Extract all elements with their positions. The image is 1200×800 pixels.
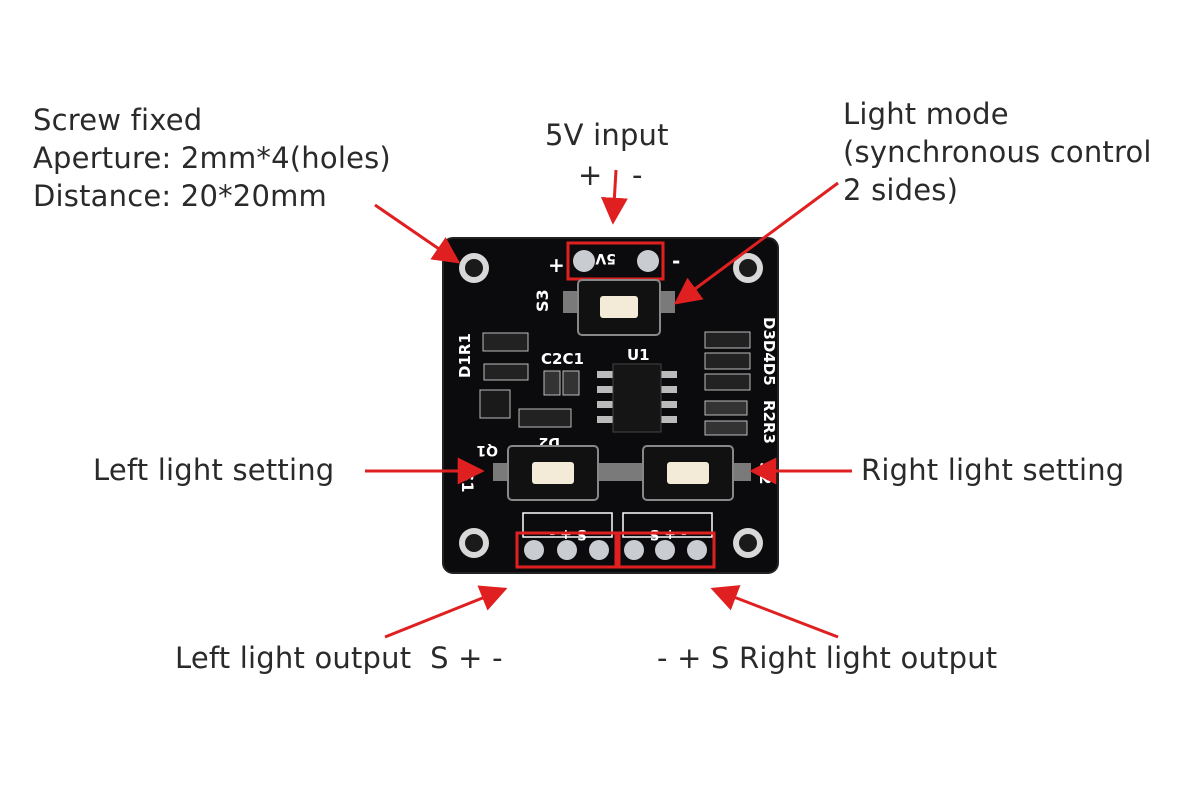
arrow-left-output [384, 585, 508, 639]
right-light-setting-label: Right light setting [861, 453, 1125, 487]
mode-line-2: (synchronous control [843, 135, 1152, 169]
s3-mode-button [563, 279, 675, 336]
s2-right-setting-button [642, 445, 734, 501]
left-light-output-label: Left light output S + - [175, 641, 503, 675]
screw-line-2: Aperture: 2mm*4(holes) [33, 141, 391, 175]
mode-line-1: Light mode [843, 97, 1009, 131]
smd-components-left [479, 332, 580, 428]
smd-components-right [704, 331, 751, 436]
screw-line-1: Screw fixed [33, 103, 203, 137]
mounting-hole-bottom-right [733, 528, 763, 558]
power-minus-label: - [632, 158, 643, 192]
power-plus-label: + [578, 158, 603, 192]
silk-d3d4d5: D3D4D5 [760, 317, 778, 386]
silk-u1: U1 [627, 346, 650, 364]
left-light-setting-label: Left light setting [93, 453, 335, 487]
silk-q1: Q1 [476, 442, 498, 458]
mounting-hole-bottom-left [459, 528, 489, 558]
power-input-label: 5V input [545, 118, 669, 152]
u1-chip [597, 363, 677, 433]
s1-left-setting-button [507, 445, 599, 501]
silk-d1r1: D1R1 [456, 333, 474, 378]
mode-line-3: 2 sides) [843, 173, 959, 207]
mounting-hole-top-right [733, 253, 763, 283]
arrow-screw [374, 203, 461, 264]
silk-r2r3: R2R3 [760, 400, 778, 444]
right-light-output-label: - + S Right light output [657, 641, 998, 675]
silk-s2: S2 [756, 462, 775, 485]
silk-c2c1: C2C1 [541, 350, 584, 368]
left-output-pads [515, 531, 618, 569]
silk-minus: - [672, 249, 680, 273]
light-mode-label: Light mode (synchronous control 2 sides) [843, 95, 1152, 209]
screw-line-3: Distance: 20*20mm [33, 179, 327, 213]
silk-s3: S3 [533, 289, 552, 312]
silk-s1: S1 [458, 470, 477, 493]
silk-plus: + [548, 253, 565, 277]
silk-5v: 5V [595, 250, 616, 266]
right-output-pads [617, 531, 716, 569]
mounting-hole-top-left [459, 253, 489, 283]
arrow-mode [673, 181, 839, 305]
arrow-power [600, 169, 628, 225]
arrow-right-output [710, 585, 839, 639]
screw-fixed-label: Screw fixed Aperture: 2mm*4(holes) Dista… [33, 101, 391, 215]
